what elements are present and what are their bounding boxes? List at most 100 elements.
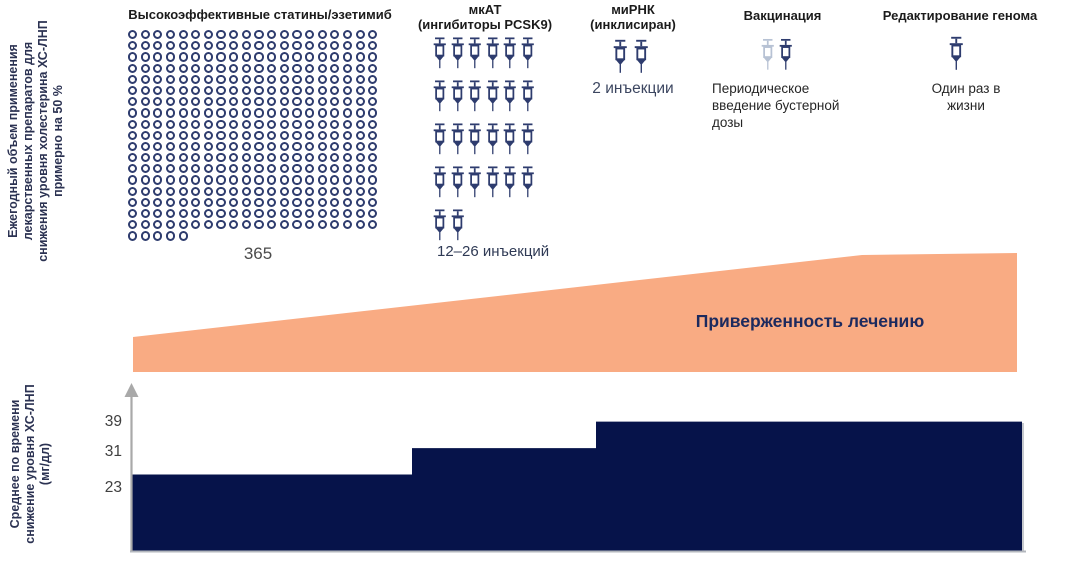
- pill-icon: [241, 52, 251, 62]
- pill-icon: [355, 197, 365, 207]
- pill-icon: [165, 197, 176, 207]
- pill-icon: [330, 186, 340, 196]
- pill-icon: [165, 175, 176, 185]
- pill-icon: [368, 108, 378, 118]
- pill-icon: [191, 130, 201, 140]
- pill-icon: [191, 175, 201, 185]
- pill-icon: [267, 164, 277, 174]
- pill-icon: [267, 209, 277, 219]
- pill-icon: [368, 41, 378, 51]
- pill-icon: [153, 119, 163, 129]
- syringe-icon: [451, 209, 464, 241]
- pill-icon: [304, 153, 315, 163]
- pill-icon: [368, 52, 378, 62]
- pill-icon: [317, 197, 327, 207]
- pill-icon: [267, 141, 277, 152]
- pill-icon: [368, 74, 378, 84]
- pill-icon: [254, 141, 264, 152]
- pill-icon: [140, 231, 150, 241]
- pill-icon: [203, 41, 214, 51]
- pill-icon: [140, 41, 150, 51]
- pill-icon: [191, 164, 201, 174]
- pill-icon: [140, 130, 150, 140]
- pill-icon: [292, 197, 302, 207]
- pill-icon: [317, 41, 327, 51]
- pill-icon: [165, 153, 176, 163]
- pill-icon: [368, 220, 378, 230]
- pill-icon: [140, 164, 150, 174]
- pill-icon: [203, 220, 214, 230]
- pill-icon: [216, 30, 226, 40]
- pill-icon: [292, 41, 302, 51]
- y-tick-39: 39: [104, 413, 122, 430]
- pill-icon: [267, 85, 277, 96]
- pill-icon: [140, 30, 150, 40]
- pill-icon: [304, 220, 315, 230]
- pill-icon: [254, 164, 264, 174]
- pill-icon: [342, 130, 353, 140]
- pill-icon: [355, 164, 365, 174]
- pill-icon: [368, 175, 378, 185]
- pill-icon: [317, 164, 327, 174]
- pill-icon: [229, 52, 239, 62]
- syringe-icon: [761, 38, 774, 70]
- pill-icon: [241, 209, 251, 219]
- pill-icon: [330, 63, 340, 73]
- syringe-icon: [451, 80, 464, 112]
- pill-icon: [216, 52, 226, 62]
- pill-icon: [267, 119, 277, 129]
- syringe-icon: [634, 39, 648, 73]
- pill-icon: [292, 175, 302, 185]
- pill-icon: [355, 141, 365, 152]
- pill-icon: [279, 74, 289, 84]
- pill-icon: [216, 41, 226, 51]
- pill-icon: [178, 231, 188, 241]
- pill-icon: [304, 130, 315, 140]
- pill-icon: [317, 85, 327, 96]
- pill-icon: [203, 209, 214, 219]
- pill-icon: [128, 141, 138, 152]
- pill-icon: [368, 141, 378, 152]
- pill-icon: [191, 119, 201, 129]
- pill-icon: [203, 164, 214, 174]
- pill-icon: [254, 130, 264, 140]
- pill-icon: [279, 153, 289, 163]
- pill-icon: [254, 119, 264, 129]
- pill-icon: [229, 197, 239, 207]
- pill-icon: [229, 141, 239, 152]
- pill-icon: [153, 52, 163, 62]
- syringe-icon: [486, 123, 499, 155]
- syringe-icon: [613, 39, 627, 73]
- pill-icon: [165, 108, 176, 118]
- pill-icon: [342, 41, 353, 51]
- pill-icon: [279, 186, 289, 196]
- syringe-icon: [521, 123, 534, 155]
- pill-icon: [178, 63, 188, 73]
- pill-icon: [216, 97, 226, 107]
- pill-icon: [254, 63, 264, 73]
- pill-icon: [165, 141, 176, 152]
- pill-icon: [178, 41, 188, 51]
- pill-icon: [203, 119, 214, 129]
- syringe-icon: [451, 37, 464, 69]
- syringe-icon: [504, 166, 517, 198]
- pill-icon: [165, 220, 176, 230]
- pill-icon: [330, 209, 340, 219]
- pill-icon: [153, 41, 163, 51]
- pill-icon: [229, 175, 239, 185]
- pill-icon: [330, 220, 340, 230]
- pill-icon: [355, 186, 365, 196]
- pill-icon: [355, 41, 365, 51]
- pill-icon: [229, 97, 239, 107]
- pill-icon: [128, 41, 138, 51]
- pill-icon: [140, 141, 150, 152]
- pill-icon: [191, 52, 201, 62]
- pill-icon: [178, 97, 188, 107]
- pill-icon: [330, 52, 340, 62]
- vaccination-syringe-row: [761, 34, 792, 75]
- pill-icon: [330, 30, 340, 40]
- syringe-icon: [949, 36, 963, 70]
- pill-icon: [355, 52, 365, 62]
- ldl-reduction-axis-label: Среднее по времени снижение уровня ХС-ЛН…: [8, 384, 52, 544]
